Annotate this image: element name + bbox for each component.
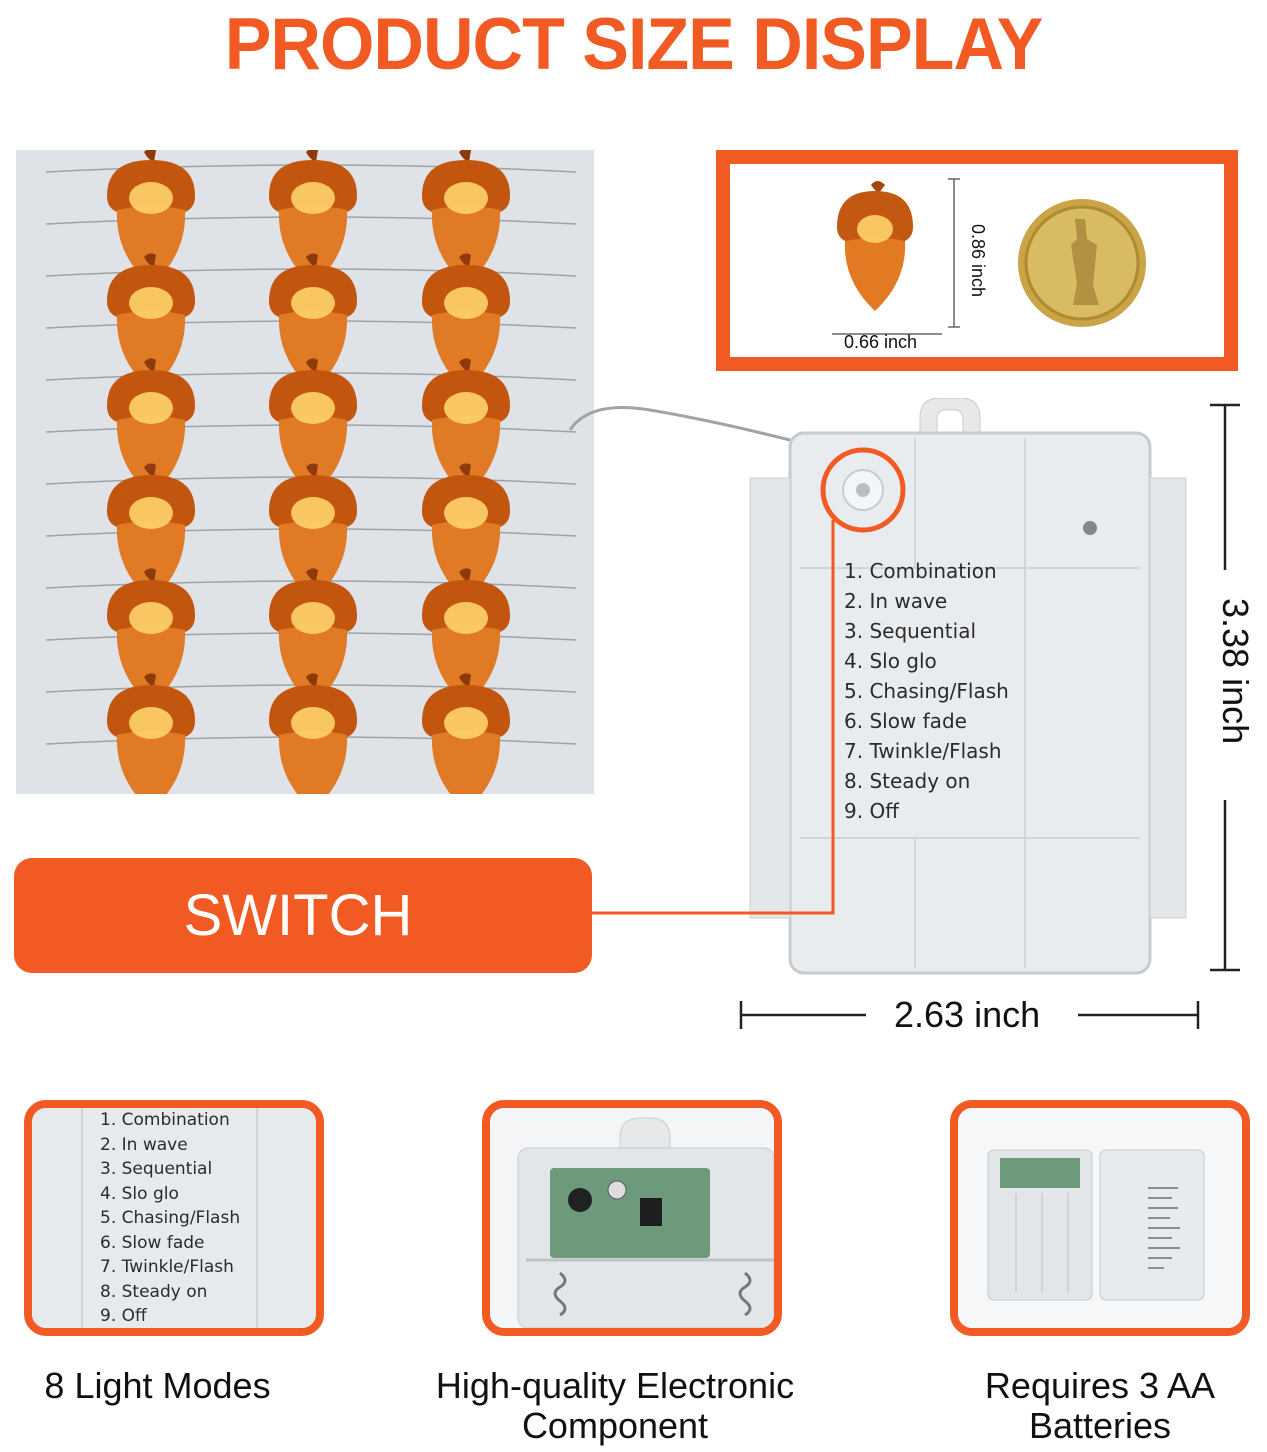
caption-line: 8 Light Modes (44, 1365, 271, 1406)
acorn-light-icon (107, 463, 195, 601)
acorn-light-icon (422, 148, 510, 286)
acorn-light-icon (107, 148, 195, 286)
mode-list: 1. Combination 2. In wave 3. Sequential 4. … (844, 556, 1009, 826)
feature-thumb-batteries (950, 1100, 1250, 1336)
mode-item: 3. Sequential (100, 1159, 213, 1179)
height-dimension-line (948, 178, 960, 328)
acorn-light-icon (422, 673, 510, 811)
mode-item: 1. Combination (100, 1110, 230, 1130)
feature-caption-modes: 8 Light Modes (0, 1366, 315, 1406)
acorn-light-icon (422, 463, 510, 601)
box-height-dimension-line (1210, 403, 1240, 972)
acorn-width-label: 0.66 inch (844, 332, 918, 352)
mode-item: 2. In wave (100, 1134, 188, 1155)
acorn-light-icon (269, 253, 357, 391)
acorn-light-icon (422, 253, 510, 391)
switch-highlight-ring (820, 447, 906, 533)
coin-icon (1018, 199, 1146, 327)
battery-box-graphic (749, 397, 1187, 975)
acorn-light-icon (269, 358, 357, 496)
acorn-light-icon (269, 148, 357, 286)
mode-item: 6. Slow fade (844, 709, 967, 733)
mode-item: 3. Sequential (844, 619, 977, 643)
feature-caption-electronics: High-quality Electronic Component (400, 1366, 830, 1446)
switch-callout: SWITCH (14, 858, 592, 973)
page-title: PRODUCT SIZE DISPLAY (224, 3, 1044, 85)
feature-caption-batteries: Requires 3 AA Batteries (940, 1366, 1260, 1446)
mode-item: 9. Off (100, 1306, 147, 1326)
battery-box: 1. Combination 2. In wave 3. Sequential 4. … (740, 397, 1190, 978)
box-width-dimension-line (739, 1001, 1200, 1029)
mode-item: 9. Off (844, 799, 899, 823)
acorn-light-icon (107, 673, 195, 811)
mode-item: 7. Twinkle/Flash (844, 739, 1002, 763)
size-comparison-graphic (832, 178, 1146, 335)
caption-line: Batteries (1028, 1405, 1172, 1446)
mode-item: 5. Chasing/Flash (100, 1208, 241, 1228)
mode-item: 1. Combination (844, 559, 997, 583)
acorn-string-photo (16, 148, 594, 811)
acorn-light-icon (269, 673, 357, 811)
mode-item: 8. Steady on (844, 769, 971, 793)
open-box-lid (1099, 1149, 1205, 1301)
caption-line: High-quality Electronic (435, 1365, 795, 1406)
acorn-light-icon (269, 568, 357, 706)
box-width-label: 2.63 inch (894, 994, 1041, 1035)
acorn-grid (45, 148, 577, 811)
acorn-light-icon (107, 358, 195, 496)
caption-line: Component (521, 1405, 709, 1446)
acorn-height-label: 0.86 inch (968, 224, 988, 298)
mode-list-closeup: 1. Combination 2. In wave 3. Sequential 4. … (100, 1108, 241, 1328)
cable (568, 406, 791, 442)
caption-line: Requires 3 AA (984, 1365, 1216, 1406)
switch-connector-line (592, 520, 835, 915)
feature-thumb-modes: 1. Combination 2. In wave 3. Sequential 4. … (24, 1100, 324, 1336)
mode-item: 4. Slo glo (100, 1183, 179, 1204)
acorn-light-icon (422, 358, 510, 496)
size-comparison-inset: 0.86 inch 0.66 inch (716, 150, 1238, 371)
mode-item: 2. In wave (844, 589, 948, 613)
acorn-light-icon (107, 568, 195, 706)
circuit-board-icon (550, 1168, 710, 1258)
box-height-label: 3.38 inch (1215, 598, 1256, 745)
acorn-light-icon (269, 463, 357, 601)
acorn-light-icon (422, 568, 510, 706)
mode-item: 5. Chasing/Flash (844, 679, 1009, 703)
mode-item: 6. Slow fade (100, 1232, 205, 1253)
mode-item: 4. Slo glo (844, 649, 937, 673)
acorn-light-icon (107, 253, 195, 391)
mode-item: 8. Steady on (100, 1281, 208, 1302)
feature-thumb-electronics (482, 1100, 782, 1336)
acorn-sample-icon (837, 181, 913, 311)
spring-icon (553, 1271, 567, 1317)
mode-item: 7. Twinkle/Flash (100, 1257, 234, 1277)
